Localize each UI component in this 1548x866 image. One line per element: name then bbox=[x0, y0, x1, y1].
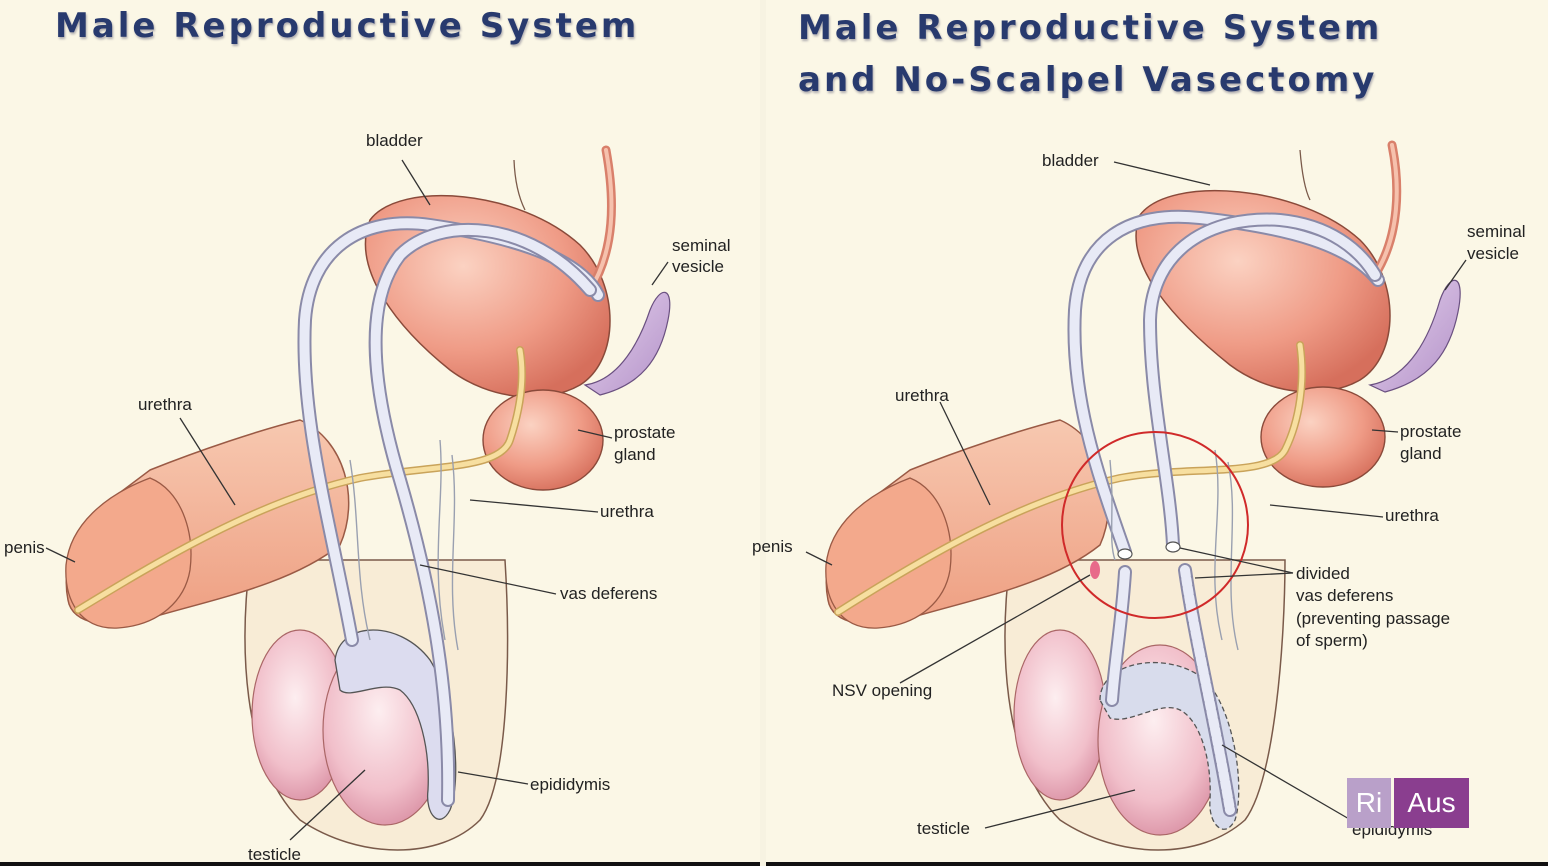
right-label-testicle: testicle bbox=[917, 819, 970, 838]
left-epididymis bbox=[334, 629, 457, 820]
right-glans bbox=[825, 477, 952, 629]
left-prostate bbox=[482, 389, 604, 491]
right-title-line2: and No-Scalpel Vasectomy bbox=[798, 60, 1378, 100]
right-label-vesicle: vesicle bbox=[1467, 244, 1519, 263]
riaus-logo-aus: Aus bbox=[1394, 778, 1469, 828]
right-label-urethra-right: urethra bbox=[1385, 506, 1439, 525]
right-title-line1: Male Reproductive System bbox=[798, 8, 1383, 48]
left-label-gland: gland bbox=[614, 445, 656, 464]
right-seminal-vesicle bbox=[1368, 279, 1461, 393]
panel-divider bbox=[760, 0, 766, 866]
left-label-seminal: seminal bbox=[672, 236, 731, 255]
right-label-vas-deferens: vas deferens bbox=[1296, 586, 1393, 605]
right-label-of-sperm: of sperm) bbox=[1296, 631, 1368, 650]
right-vasectomy-highlight-circle bbox=[1061, 431, 1249, 619]
right-label-seminal: seminal bbox=[1467, 222, 1526, 241]
right-title: Male Reproductive System and No-Scalpel … bbox=[798, 2, 1382, 106]
right-label-nsv-opening: NSV opening bbox=[832, 681, 932, 700]
left-label-prostate: prostate bbox=[614, 423, 675, 442]
left-label-epididymis: epididymis bbox=[530, 775, 610, 794]
left-label-urethra-top: urethra bbox=[138, 395, 192, 414]
left-label-penis: penis bbox=[4, 538, 45, 557]
left-label-vesicle: vesicle bbox=[672, 257, 724, 276]
left-seminal-vesicle bbox=[583, 291, 671, 396]
right-label-divided: divided bbox=[1296, 564, 1350, 583]
right-label-gland: gland bbox=[1400, 444, 1442, 463]
left-title: Male Reproductive System bbox=[55, 6, 640, 46]
left-label-bladder: bladder bbox=[366, 131, 423, 150]
right-label-urethra-top: urethra bbox=[895, 386, 949, 405]
right-label-preventing: (preventing passage bbox=[1296, 609, 1450, 628]
right-label-prostate: prostate bbox=[1400, 422, 1461, 441]
left-diagram: bladder seminal vesicle urethra prostate… bbox=[4, 131, 731, 864]
right-prostate bbox=[1260, 386, 1386, 488]
left-label-vas-deferens: vas deferens bbox=[560, 584, 657, 603]
right-diagram: bladder seminal vesicle urethra prostate… bbox=[752, 140, 1526, 851]
right-label-penis: penis bbox=[752, 537, 793, 556]
right-label-bladder: bladder bbox=[1042, 151, 1099, 170]
right-nsv-opening-mark bbox=[1090, 561, 1100, 579]
left-glans bbox=[65, 477, 192, 629]
riaus-logo-ri: Ri bbox=[1347, 778, 1391, 828]
left-label-testicle: testicle bbox=[248, 845, 301, 864]
left-label-urethra-right: urethra bbox=[600, 502, 654, 521]
riaus-logo: Ri Aus bbox=[1347, 778, 1469, 828]
right-back-testicle bbox=[1013, 629, 1107, 801]
